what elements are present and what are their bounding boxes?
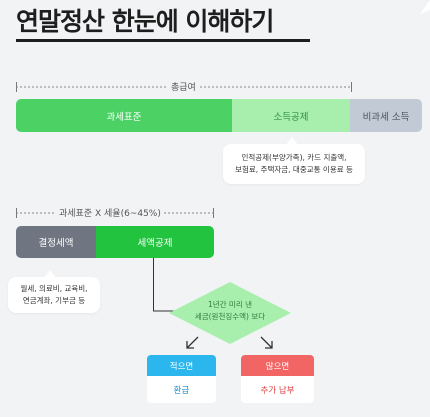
decision-line1: 1년간 미리 낸 — [207, 300, 253, 309]
outcome-more-label: 많으면 — [265, 361, 290, 372]
corner-decoration-icon — [420, 0, 430, 14]
income-deduction-bubble: 인적공제(부양가족), 카드 지출액, 보험료, 주택자금, 대중교통 이용료 … — [223, 144, 365, 184]
determined-tax-segment: 결정세액 — [16, 226, 96, 258]
outcome-less-body: 환급 — [147, 376, 216, 403]
nontaxable-income-label: 비과세 소득 — [362, 111, 410, 123]
decision-line2: 세금(원천징수액) 보다 — [194, 312, 266, 321]
taxable-base-label: 과세표준 — [106, 111, 142, 123]
tax-credit-detail-line1: 월세, 의료비, 교육비, — [20, 284, 88, 293]
taxable-base-segment: 과세표준 — [16, 99, 232, 132]
bubble-pointer-icon — [286, 137, 298, 145]
title-underline — [16, 39, 310, 42]
income-deduction-detail-line1: 인적공제(부양가족), 카드 지출액, — [241, 153, 347, 162]
tax-calc-label: 과세표준 X 세율(6~45%) — [56, 206, 164, 219]
tax-calc-bracket — [16, 208, 214, 218]
tax-credit-segment: 세액공제 — [96, 226, 214, 258]
tax-credit-bubble: 월세, 의료비, 교육비, 연금계좌, 기부금 등 — [8, 277, 100, 313]
outcome-less-header: 적으면 — [147, 355, 216, 376]
total-salary-label: 총급여 — [168, 80, 199, 93]
income-deduction-detail-line2: 보험료, 주택자금, 대중교통 이용료 등 — [235, 165, 353, 174]
bubble-pointer-icon — [44, 270, 56, 278]
arrow-down-right-icon — [260, 336, 273, 349]
income-deduction-label: 소득공제 — [273, 111, 309, 123]
arrow-down-left-icon — [186, 336, 199, 349]
determined-tax-label: 결정세액 — [38, 238, 74, 249]
outcome-more-body: 추가 납부 — [241, 376, 314, 403]
decision-text: 1년간 미리 낸 세금(원천징수액) 보다 — [168, 299, 292, 323]
page-title: 연말정산 한눈에 이해하기 — [16, 7, 274, 36]
nontaxable-income-segment: 비과세 소득 — [350, 99, 422, 132]
tax-credit-detail-line2: 연금계좌, 기부금 등 — [22, 296, 86, 305]
decision-diamond — [169, 282, 291, 344]
outcome-less-label: 적으면 — [169, 361, 194, 372]
income-deduction-segment: 소득공제 — [232, 99, 350, 132]
outcome-additional-payment-label: 추가 납부 — [260, 385, 295, 396]
outcome-more-header: 많으면 — [241, 355, 314, 376]
outcome-refund-label: 환급 — [173, 385, 190, 396]
tax-credit-label: 세액공제 — [137, 238, 173, 249]
